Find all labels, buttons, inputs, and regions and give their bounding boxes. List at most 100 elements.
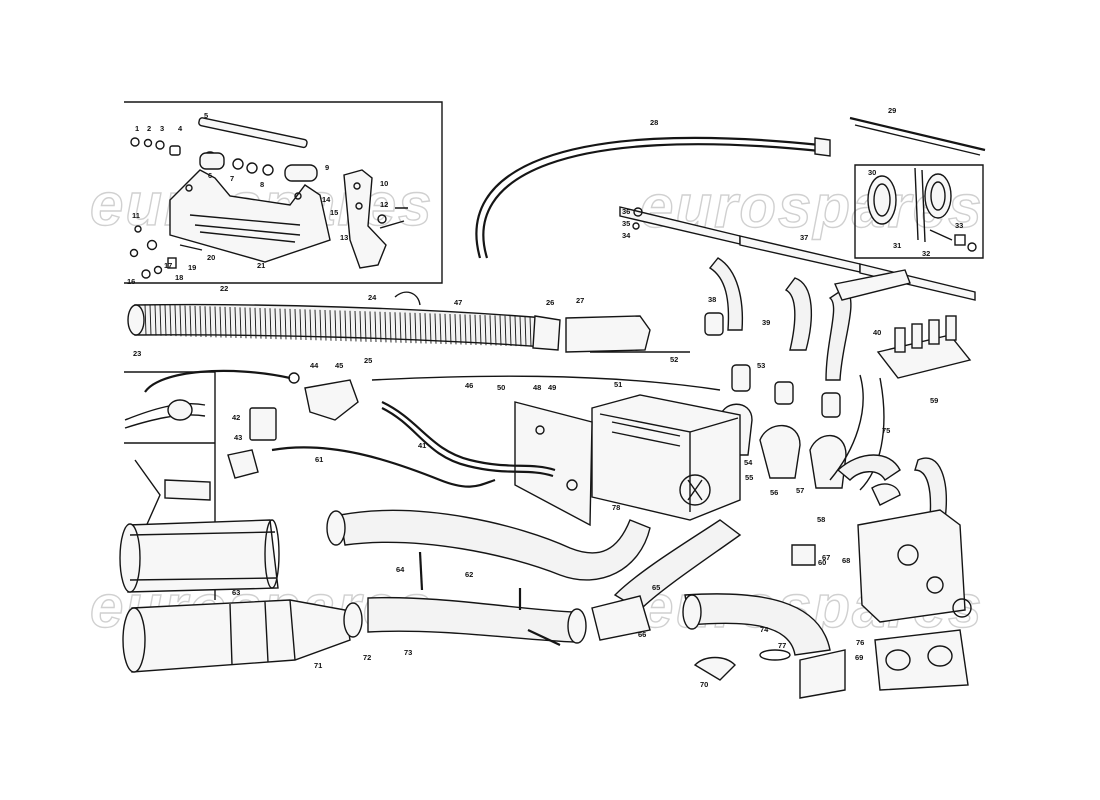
- part-callout-66: 66: [638, 630, 646, 639]
- part-callout-39: 39: [762, 318, 770, 327]
- cap-70: [693, 656, 736, 681]
- part-callout-13: 13: [340, 233, 348, 242]
- part-callout-50: 50: [497, 383, 505, 392]
- part-callout-60: 60: [818, 558, 826, 567]
- duct-74: [684, 593, 831, 656]
- part-callout-67: 67: [822, 553, 830, 562]
- part-callout-75: 75: [882, 426, 890, 435]
- part-callout-53: 53: [757, 361, 765, 370]
- part-callout-24: 24: [368, 293, 377, 302]
- part-callout-38: 38: [708, 295, 716, 304]
- part-callout-20: 20: [207, 253, 215, 262]
- flange-69: [799, 649, 846, 699]
- part-callout-57: 57: [796, 486, 804, 495]
- part-callout-34: 34: [622, 231, 631, 240]
- part-callout-71: 71: [314, 661, 322, 670]
- valve-45: [304, 379, 359, 421]
- part-callout-48: 48: [533, 383, 541, 392]
- part-callout-78: 78: [612, 503, 620, 512]
- tube-41: [381, 401, 556, 472]
- gasket-42: [249, 407, 277, 441]
- inset-frame-fan-rings: [854, 164, 984, 259]
- part-callout-45: 45: [335, 361, 343, 370]
- duct-62: [339, 509, 651, 581]
- part-callout-58: 58: [817, 515, 825, 524]
- part-callout-32: 32: [922, 249, 930, 258]
- part-callout-25: 25: [364, 356, 372, 365]
- part-callout-29: 29: [888, 106, 896, 115]
- part-callout-14: 14: [322, 195, 331, 204]
- part-callout-62: 62: [465, 570, 473, 579]
- part-callout-35: 35: [622, 219, 630, 228]
- part-callout-77: 77: [778, 641, 786, 650]
- part-callout-4: 4: [178, 124, 183, 133]
- part-callout-46: 46: [465, 381, 473, 390]
- cable-46: [371, 375, 721, 391]
- mounting-bracket-assembly: [129, 117, 408, 279]
- part-callout-16: 16: [127, 277, 135, 286]
- heater-box-51: [591, 394, 741, 521]
- short-hose-27: [565, 315, 651, 353]
- part-callout-11: 11: [132, 211, 140, 220]
- part-callout-76: 76: [856, 638, 864, 647]
- part-callout-17: 17: [164, 261, 172, 270]
- main-air-duct: [127, 291, 561, 351]
- part-callout-41: 41: [418, 441, 426, 450]
- part-callout-43: 43: [234, 433, 242, 442]
- part-callout-15: 15: [330, 208, 338, 217]
- part-callout-40: 40: [873, 328, 881, 337]
- part-callout-18: 18: [175, 273, 183, 282]
- part-callout-9: 9: [325, 163, 329, 172]
- flex-pipe-39b: [825, 287, 852, 381]
- blower-68: [857, 509, 966, 623]
- part-callout-36: 36: [622, 207, 630, 216]
- part-callout-74: 74: [760, 625, 769, 634]
- mounting-plate-48: [514, 401, 593, 527]
- part-callout-21: 21: [257, 261, 265, 270]
- part-callout-42: 42: [232, 413, 240, 422]
- part-callout-3: 3: [160, 124, 164, 133]
- part-callout-44: 44: [310, 361, 319, 370]
- part-callout-68: 68: [842, 556, 850, 565]
- inset-frame-bracket: [124, 101, 443, 284]
- part-callout-33: 33: [955, 221, 963, 230]
- part-callout-10: 10: [380, 179, 388, 188]
- part-callout-28: 28: [650, 118, 658, 127]
- part-callout-51: 51: [614, 380, 622, 389]
- clamp-72a: [343, 602, 363, 638]
- flex-pipe-39: [784, 277, 813, 351]
- air-intake-63: [119, 519, 280, 593]
- air-intake-71: [122, 599, 351, 673]
- outlet-76: [874, 629, 969, 691]
- part-callout-37: 37: [800, 233, 808, 242]
- long-hose-28: [475, 136, 821, 259]
- tube-22: [144, 369, 291, 393]
- part-callout-63: 63: [232, 588, 240, 597]
- part-callout-2: 2: [147, 124, 151, 133]
- rail-29: [619, 206, 741, 245]
- part-callout-12: 12: [380, 200, 388, 209]
- connector-66: [591, 595, 651, 641]
- duct-58: [613, 519, 742, 611]
- clamp-26: [326, 510, 346, 546]
- part-callout-56: 56: [770, 488, 778, 497]
- part-callout-7: 7: [230, 174, 234, 183]
- part-callout-5: 5: [204, 111, 208, 120]
- duct-73: [367, 596, 576, 643]
- part-callout-8: 8: [260, 180, 264, 189]
- part-callout-19: 19: [188, 263, 196, 272]
- part-callout-55: 55: [745, 473, 753, 482]
- part-callout-61: 61: [315, 455, 323, 464]
- part-callout-69: 69: [855, 653, 863, 662]
- flex-pipe-left: [708, 257, 744, 331]
- fan-rings-inset: [867, 167, 977, 252]
- clamp-72b: [567, 608, 587, 644]
- part-callout-65: 65: [652, 583, 660, 592]
- part-callout-70: 70: [700, 680, 708, 689]
- tap-43: [227, 449, 259, 479]
- part-callout-1: 1: [135, 124, 139, 133]
- part-callout-49: 49: [548, 383, 556, 392]
- part-callout-73: 73: [404, 648, 412, 657]
